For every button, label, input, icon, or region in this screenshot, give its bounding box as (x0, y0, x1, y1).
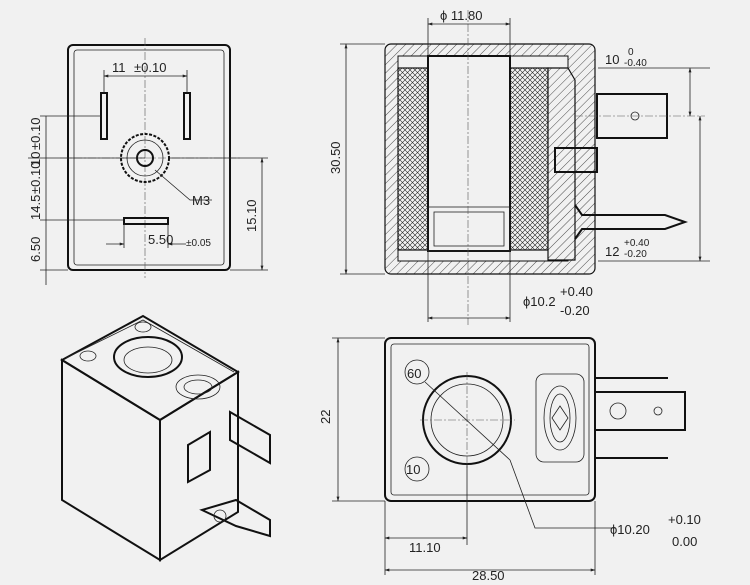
top-terminal-hole (653, 406, 663, 416)
dim-pin-height-tol: ±0.10 (28, 162, 43, 194)
dim-top-height: 22 (318, 410, 333, 424)
thread-label: M3 (192, 193, 210, 208)
top-stamp-bottom: 10 (406, 462, 420, 477)
dim-bottom-offset: 6.50 (28, 237, 43, 262)
logo-panel (535, 373, 585, 463)
dim-pin-height: 14.5 (28, 195, 43, 220)
dim-pin-spacing-tol: ±0.10 (134, 60, 166, 75)
bobbin-bottom-flange (427, 206, 511, 252)
front-pin-left (100, 92, 108, 140)
iso-terminal-3 (199, 498, 271, 538)
section-right-wall (547, 67, 576, 261)
coil-winding-left (397, 67, 429, 251)
dim-top-terminal-tol-lower: -0.40 (624, 58, 647, 69)
dim-ground-width: 5.50 (148, 232, 173, 247)
top-stamp-top: 60 (407, 366, 421, 381)
top-terminal-screw (609, 402, 627, 420)
bore-leader (424, 381, 511, 461)
top-terminal-main (594, 391, 686, 431)
dim-bore-bottom: ϕ10.2 (523, 294, 556, 309)
iso-logo (175, 374, 221, 400)
logo-outer (543, 385, 577, 451)
front-pin-ground (123, 217, 169, 225)
top-body-inner (390, 343, 590, 496)
terminal-bottom (574, 204, 689, 240)
dim-bore-bottom-tol-upper: +0.40 (560, 284, 593, 299)
thread-leader (154, 169, 212, 201)
dim-bore-top: ϕ 11.80 (440, 8, 482, 23)
iso-terminal-2 (229, 410, 271, 465)
dim-top-offset: 11.10 (409, 540, 441, 555)
dim-pin-spacing: 11 (112, 60, 126, 75)
iso-stamp-left (79, 350, 97, 362)
top-stamp-bottom-circle (404, 456, 430, 482)
coil-winding-right (509, 67, 549, 251)
iso-terminal-1 (187, 430, 211, 484)
iso-stamp-top (134, 321, 152, 333)
top-stamp-top-circle (404, 359, 430, 385)
dim-top-bore-tol-upper: +0.10 (668, 512, 701, 527)
iso-top-face (60, 314, 240, 422)
iso-side-face (159, 370, 239, 562)
dim-side-pin-offset: 10 (28, 152, 43, 166)
isometric-view (60, 314, 271, 562)
section-view: ϕ 11.80 10 0 -0.40 30.50 12 +0.40 -0.20 … (328, 8, 710, 325)
dim-bottom-terminal-tol-lower: -0.20 (624, 249, 647, 260)
dim-top-width: 28.50 (472, 568, 505, 583)
front-body-outline (67, 44, 231, 271)
iso-terminal-screw (213, 509, 227, 523)
dim-top-bore: ϕ10.20 (610, 522, 650, 537)
iso-edge (65, 319, 235, 373)
top-view: 60 10 22 11.10 28.50 ϕ10.20 +0.10 0.0 (318, 337, 701, 583)
dim-height: 30.50 (328, 141, 343, 174)
logo-inner (549, 393, 571, 443)
dim-bottom-terminal-tol-upper: +0.40 (624, 238, 650, 249)
dim-top-terminal-tol-upper: 0 (628, 47, 634, 58)
dim-bottom-terminal: 12 (605, 244, 619, 259)
terminal-housing (554, 147, 598, 173)
dim-top-bore-tol-lower: 0.00 (672, 534, 697, 549)
iso-front-face (61, 358, 161, 562)
front-body-inner (73, 49, 225, 266)
dim-side-pin-offset-tol: ±0.10 (28, 118, 43, 150)
iso-bore-inner (123, 346, 173, 374)
front-pin-right (183, 92, 191, 140)
front-view: M3 11 ±0.10 10 ±0.10 14.5 ±0.10 6.50 5.5… (28, 38, 268, 285)
dim-ground-width-tol: ±0.05 (186, 238, 211, 249)
dim-top-terminal: 10 (605, 52, 619, 67)
bobbin-inner (433, 211, 505, 247)
logo-mark (551, 405, 569, 431)
bore-dim-leader (509, 459, 615, 529)
dim-bore-bottom-tol-lower: -0.20 (560, 303, 590, 318)
dim-total-height: 15.10 (244, 199, 259, 232)
iso-bore-outer (113, 336, 183, 378)
iso-logo-inner (183, 379, 213, 395)
